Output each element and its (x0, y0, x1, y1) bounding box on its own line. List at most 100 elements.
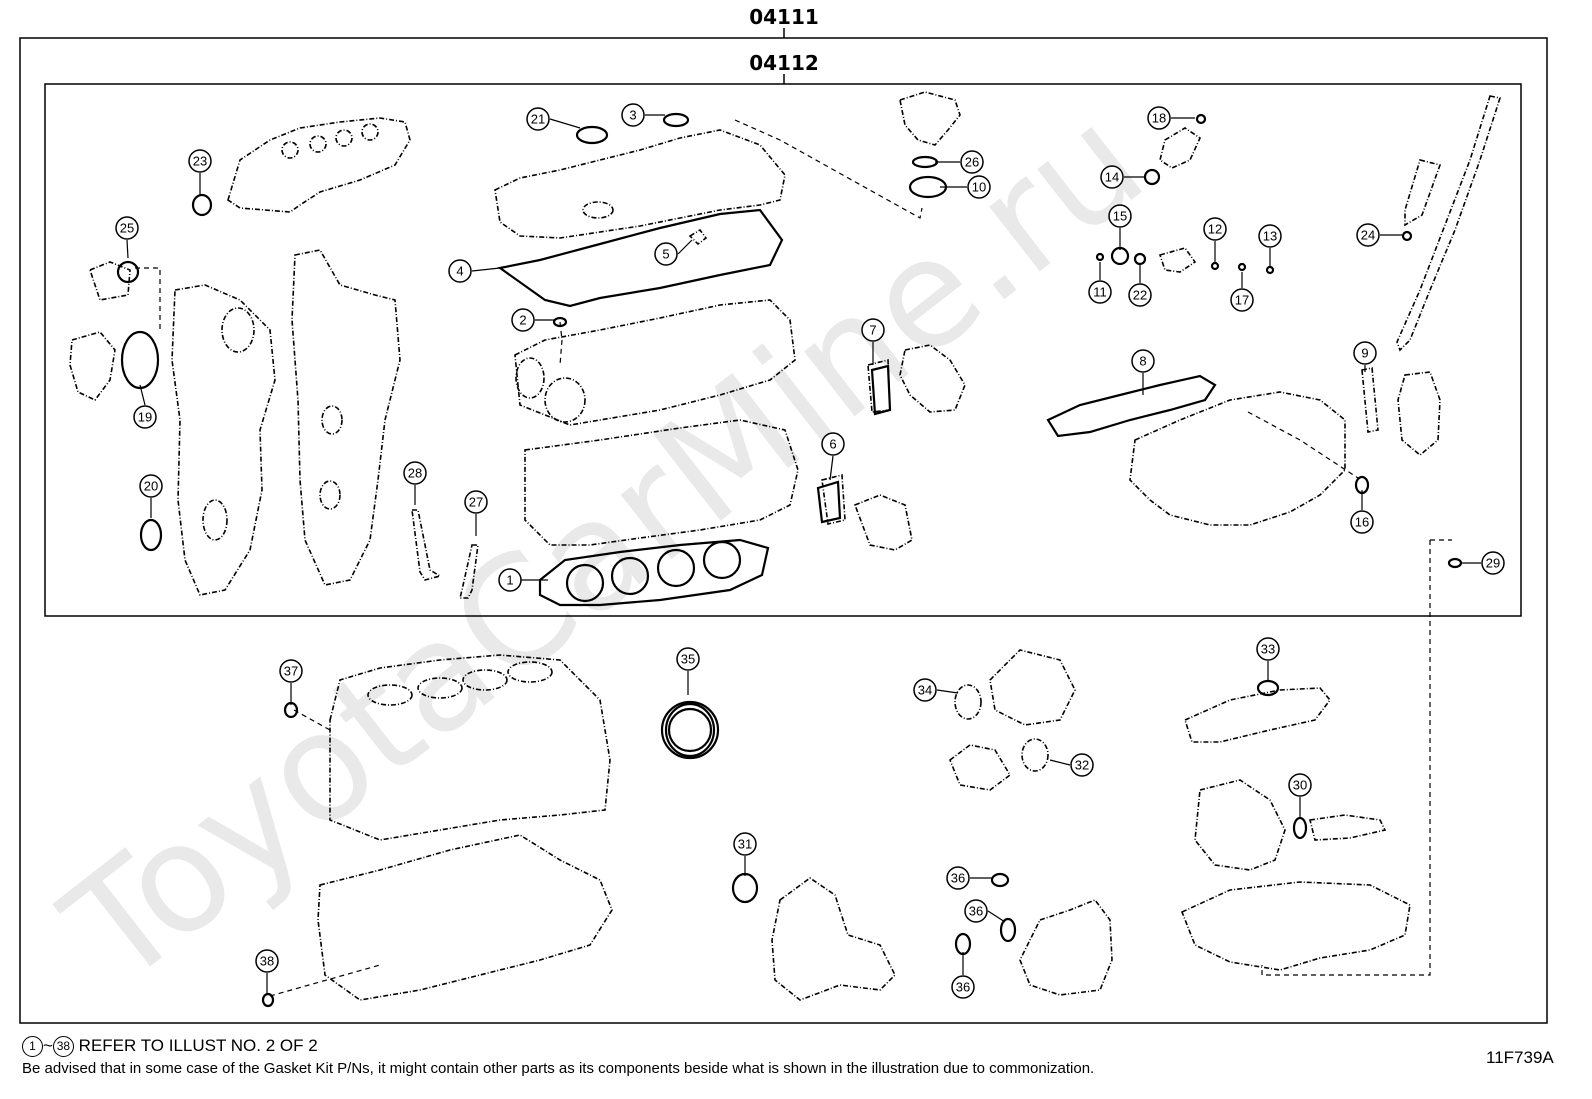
callout-26[interactable]: 26 (935, 150, 984, 174)
sensor (1158, 247, 1197, 273)
rear-oil-seal (660, 700, 720, 760)
svg-text:11: 11 (1093, 285, 1107, 300)
callout-5[interactable]: 5 (654, 239, 693, 266)
callout-36b[interactable]: 36 (964, 899, 1006, 923)
svg-text:36: 36 (951, 871, 965, 886)
cylinder-block (329, 654, 611, 841)
callout-2[interactable]: 2 (511, 308, 555, 332)
cover-port (582, 201, 614, 219)
part-21 (575, 125, 609, 145)
svg-text:35: 35 (681, 652, 695, 667)
callout-36c[interactable]: 36 (951, 952, 975, 999)
cylinder-head-cover (494, 129, 786, 239)
ref-from-circle: 1 (22, 1036, 43, 1058)
ref-to-circle: 38 (52, 1036, 74, 1058)
manifold-port (309, 135, 327, 153)
callout-31[interactable]: 31 (733, 832, 757, 876)
cylinder-head (524, 419, 799, 546)
callout-17[interactable]: 17 (1230, 272, 1254, 312)
svg-text:32: 32 (1075, 758, 1089, 773)
kit-inner-label: 04112 (749, 51, 819, 75)
callout-15[interactable]: 15 (1108, 204, 1132, 250)
part-36c (954, 932, 972, 956)
part-14 (1143, 168, 1161, 186)
callout-22[interactable]: 22 (1128, 265, 1152, 307)
part-17 (1237, 262, 1247, 272)
callout-28[interactable]: 28 (403, 461, 427, 505)
part-illustrations (69, 91, 1502, 1001)
callout-38[interactable]: 38 (255, 949, 279, 995)
svg-text:27: 27 (469, 495, 483, 510)
stiffening-crankcase (317, 834, 613, 1001)
callout-35[interactable]: 35 (676, 647, 700, 695)
sensor (1159, 127, 1202, 169)
callout-23[interactable]: 23 (188, 149, 212, 195)
callout-32[interactable]: 32 (1049, 753, 1094, 777)
callout-10[interactable]: 10 (940, 175, 991, 199)
svg-text:33: 33 (1261, 642, 1275, 657)
callout-36a[interactable]: 36 (946, 866, 993, 890)
svg-text:18: 18 (1152, 111, 1166, 126)
svg-text:7: 7 (869, 323, 876, 338)
water-pump (69, 331, 116, 402)
callout-11[interactable]: 11 (1088, 262, 1112, 304)
callout-7[interactable]: 7 (861, 318, 885, 365)
svg-text:10: 10 (972, 180, 986, 195)
part-7 (870, 364, 892, 416)
callout-34[interactable]: 34 (913, 678, 959, 702)
oil-pump (1194, 779, 1286, 871)
svg-text:31: 31 (738, 837, 752, 852)
callout-9[interactable]: 9 (1353, 341, 1377, 372)
rear-oil-seal-inner (667, 707, 713, 753)
manifold-port (281, 141, 299, 159)
callout-18[interactable]: 18 (1147, 106, 1195, 130)
callout-3[interactable]: 3 (621, 103, 665, 127)
callout-30[interactable]: 30 (1288, 773, 1312, 818)
callout-13[interactable]: 13 (1258, 224, 1282, 266)
svg-text:19: 19 (138, 410, 152, 425)
intake-manifold (1129, 391, 1346, 526)
callout-20[interactable]: 20 (139, 474, 163, 518)
callout-19[interactable]: 19 (133, 384, 157, 429)
part-29 (1447, 557, 1463, 569)
part-19 (120, 330, 160, 390)
svg-text:30: 30 (1293, 778, 1307, 793)
kit-outer-label: 04111 (749, 5, 819, 29)
svg-text:23: 23 (193, 154, 207, 169)
callout-14[interactable]: 14 (1100, 165, 1145, 189)
cover-hole (221, 307, 255, 353)
part-37 (283, 701, 299, 719)
bore-ring (610, 556, 650, 596)
part-38 (261, 992, 275, 1008)
callout-1[interactable]: 1 (498, 568, 548, 592)
callout-8[interactable]: 8 (1131, 349, 1155, 395)
callout-6[interactable]: 6 (821, 432, 845, 481)
cylinder-head-gasket (538, 538, 770, 607)
callout-25[interactable]: 25 (115, 216, 139, 259)
callout-21[interactable]: 21 (526, 107, 581, 131)
svg-text:8: 8 (1139, 354, 1146, 369)
callout-37[interactable]: 37 (279, 659, 303, 705)
callout-29[interactable]: 29 (1460, 551, 1505, 575)
part-13 (1265, 265, 1275, 275)
filler-spacer (1361, 367, 1379, 433)
part-36a (990, 872, 1010, 888)
chain-cover (1019, 899, 1113, 996)
svg-text:26: 26 (965, 155, 979, 170)
callout-4[interactable]: 4 (448, 259, 501, 283)
part-5 (688, 228, 708, 246)
part-10 (908, 175, 948, 199)
callout-24[interactable]: 24 (1356, 223, 1402, 247)
svg-text:24: 24 (1361, 228, 1375, 243)
callout-33[interactable]: 33 (1256, 637, 1280, 680)
callout-16[interactable]: 16 (1350, 490, 1374, 534)
water-inlet-housing (771, 877, 896, 1001)
water-outlet (899, 91, 961, 146)
part-35 (664, 702, 716, 758)
reference-lines (135, 119, 1452, 997)
callout-27[interactable]: 27 (464, 490, 488, 536)
callout-12[interactable]: 12 (1203, 217, 1227, 262)
part-33 (1256, 679, 1280, 697)
svg-text:16: 16 (1355, 515, 1369, 530)
